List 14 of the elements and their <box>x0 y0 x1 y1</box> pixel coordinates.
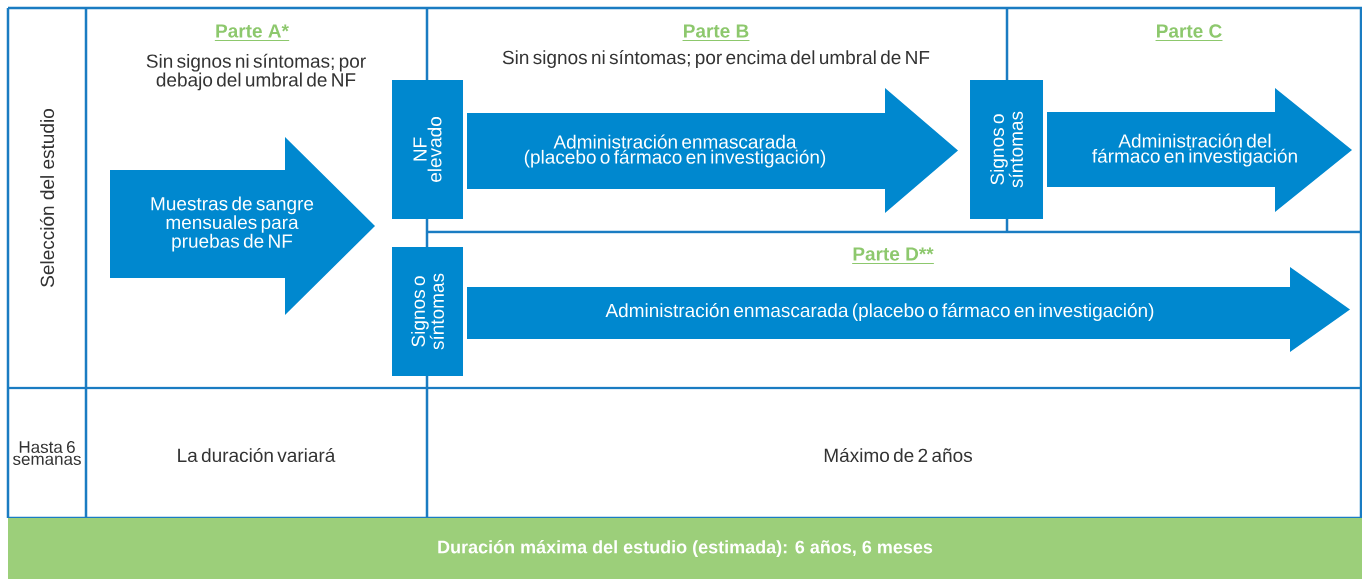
process-box: Signos o síntomas <box>970 80 1043 219</box>
cell-text: Hasta 6 semanas <box>13 441 81 466</box>
cell-text: Máximo de 2 años <box>824 447 972 463</box>
process-box: Signos o síntomas <box>392 247 463 376</box>
cell-text: La duración variará <box>178 447 336 463</box>
summary-band: Duración máxima del estudio (estimada): 6 años, 6 meses <box>8 518 1362 579</box>
cell-text: Sin signos ni síntomas; por encima del umbral de NF <box>502 50 930 68</box>
section-heading: Parte A* <box>214 24 290 41</box>
row-label: Selección del estudio <box>39 109 55 287</box>
cell-text: Sin signos ni síntomas; por debajo del umbral de NF <box>146 53 366 91</box>
section-heading: Parte D** <box>851 247 935 264</box>
section-heading: Parte C <box>1155 24 1223 42</box>
section-heading: Parte B <box>682 24 750 41</box>
process-box: NF elevado <box>392 80 463 219</box>
